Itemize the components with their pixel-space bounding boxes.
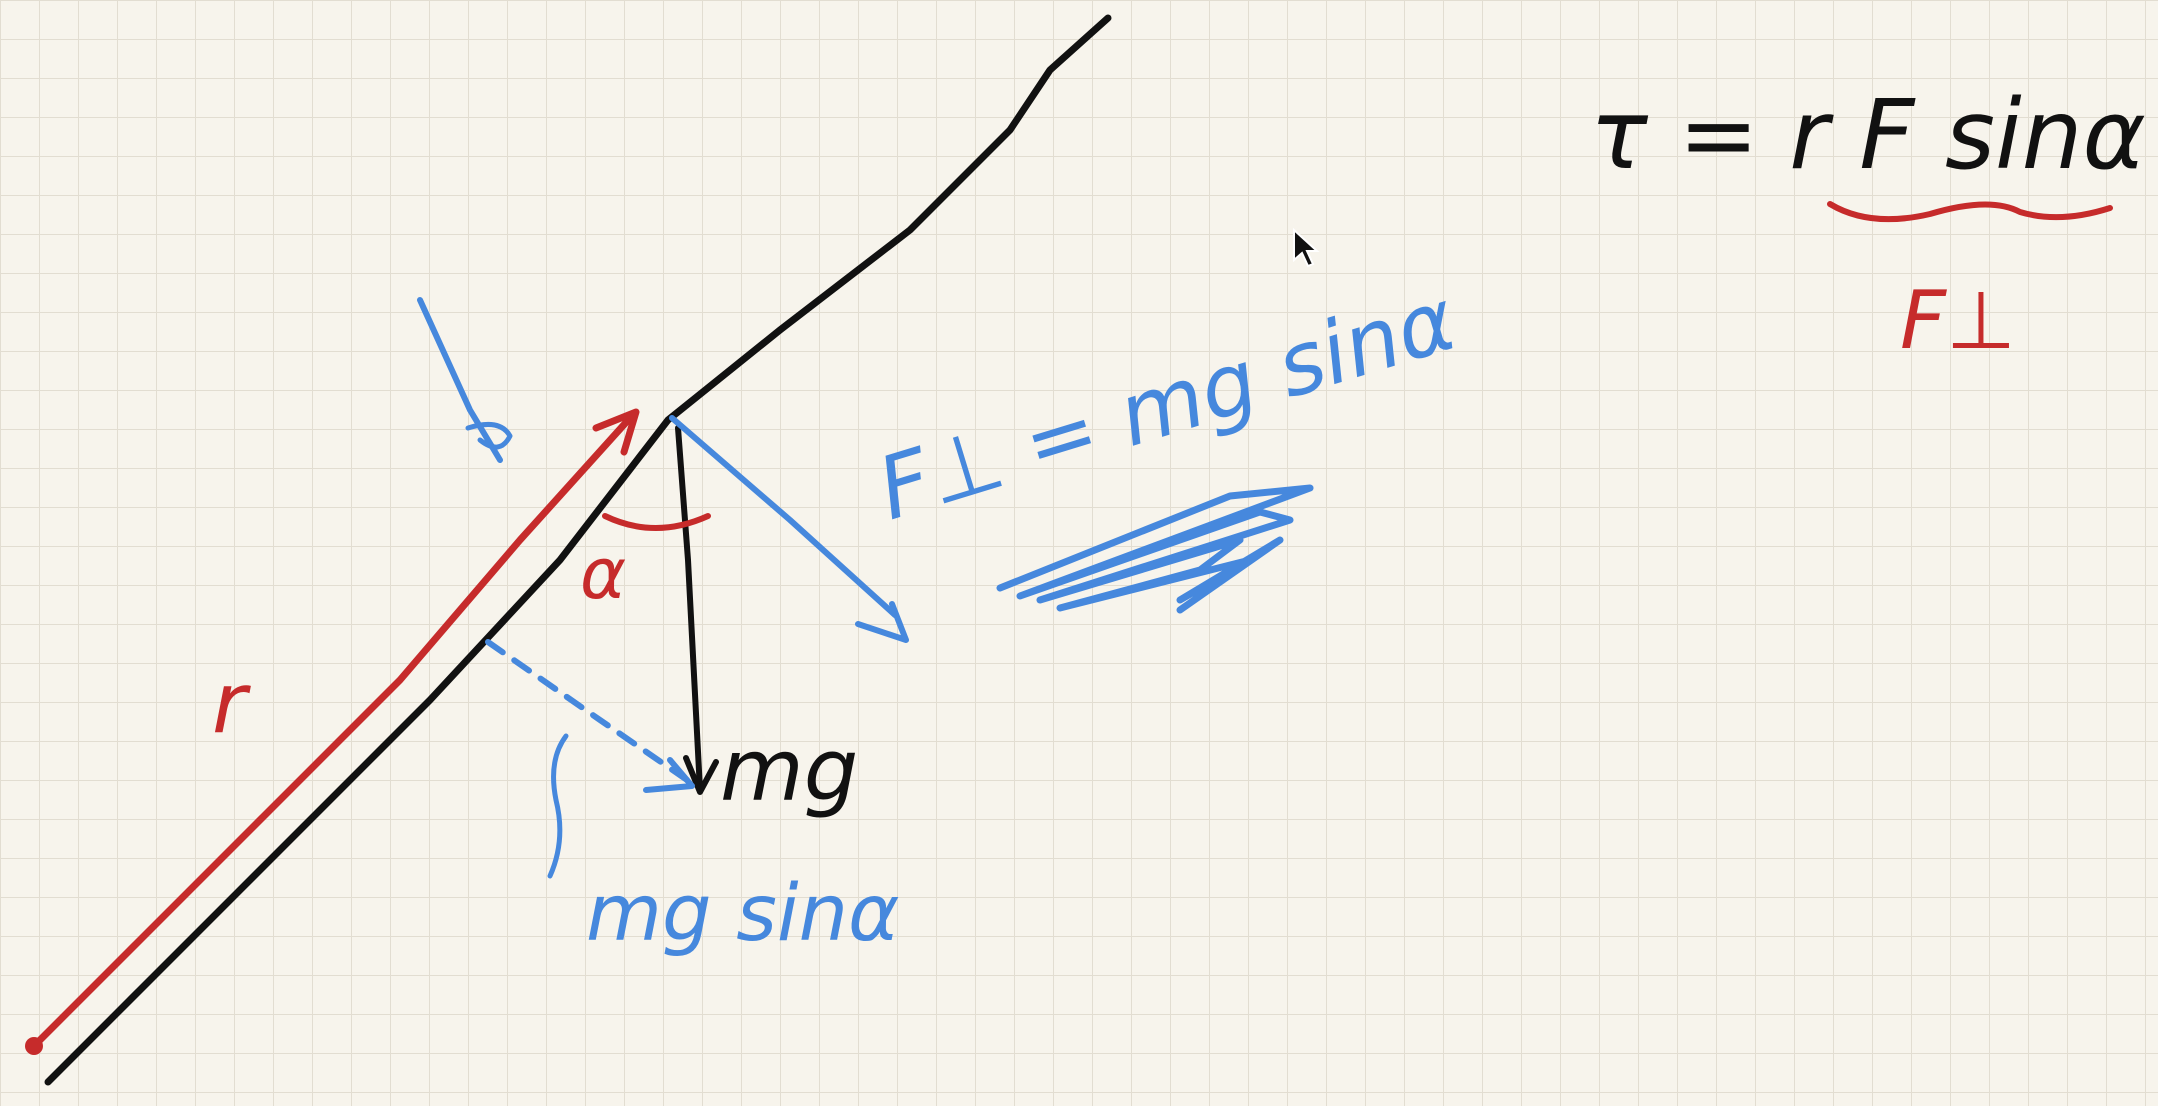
lever-arm-arrowhead [592, 408, 640, 456]
lever-arm-vector [31, 414, 634, 1049]
perpendicular-arrowhead [855, 601, 909, 643]
parallel-component-label: mg sinα [586, 869, 899, 959]
angle-arc [602, 513, 711, 531]
formula-underbrace [1827, 201, 2113, 223]
parallel-arrowhead [643, 757, 695, 793]
weight-vector [675, 425, 703, 793]
lever-arm-label: r [212, 654, 251, 752]
parallel-component-dashed [485, 639, 693, 785]
torque-formula: τ = r F sinα [1590, 79, 2146, 191]
perpendicular-component-vector [669, 415, 898, 618]
pointer-curl [465, 421, 513, 450]
component-brace [547, 733, 569, 879]
angle-label: α [580, 533, 626, 615]
perpendicular-component-label: F⊥ = mg sinα [867, 270, 1467, 540]
pivot-point [25, 1037, 43, 1055]
weight-arrowhead [683, 755, 719, 795]
inclined-rod [44, 14, 1112, 1086]
scribble-crossout [996, 484, 1314, 614]
weight-label: mg [720, 721, 858, 821]
pointer-stroke [417, 297, 503, 463]
underbrace-label: F⊥ [1900, 274, 2016, 367]
mouse-pointer-icon [1293, 227, 1320, 268]
